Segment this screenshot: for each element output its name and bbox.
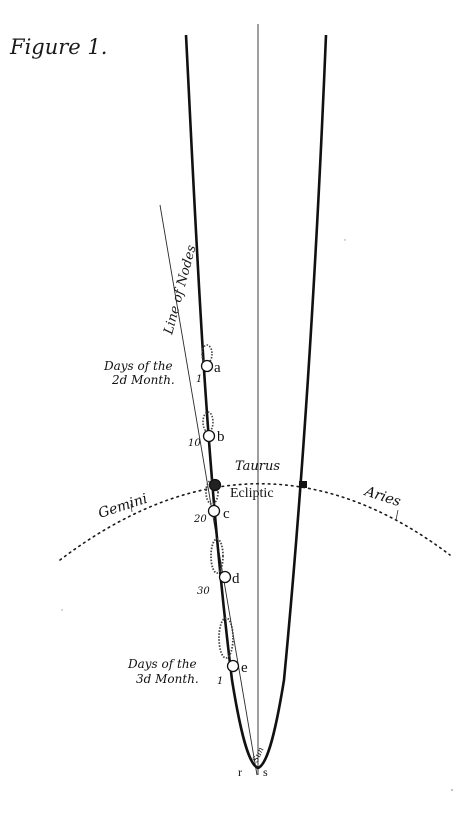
position-letter: b (217, 429, 225, 445)
position-letter: e (241, 660, 248, 676)
speck (61, 609, 63, 611)
ecliptic-arc (59, 482, 451, 561)
comet-head (218, 570, 232, 584)
comet-position-e: e 1 (217, 617, 248, 687)
days-second-month-line1: Days of the (103, 359, 173, 373)
node-marker (299, 481, 307, 488)
comet-tail (218, 617, 234, 659)
days-second-month-line2: 2d Month. (111, 373, 175, 387)
comet-head (226, 659, 240, 673)
ecliptic-label: Ecliptic (230, 486, 274, 501)
position-day: 10 (188, 438, 201, 449)
comet-head (202, 429, 216, 443)
comet-tail (202, 411, 214, 433)
perihelion-label-s: s (263, 765, 268, 779)
position-day: 20 (193, 514, 207, 525)
speck (451, 789, 453, 791)
position-day: 30 (197, 586, 210, 597)
figure-title: Figure 1. (9, 35, 107, 59)
earth-node-symbol (208, 478, 222, 492)
days-third-month-line1: Days of the (127, 657, 197, 671)
comet-head (207, 504, 221, 518)
aries-label: Aries (361, 483, 403, 510)
comet-position-b: b 10 (188, 411, 225, 449)
gemini-label: Gemini (96, 491, 149, 522)
ecliptic-tick (395, 509, 399, 521)
comet-position-a: a 1 (196, 344, 221, 385)
comet-position-c: c 20 (193, 478, 230, 525)
perihelion-label-r: r (238, 765, 242, 779)
position-day: 1 (217, 676, 223, 687)
taurus-label: Taurus (235, 459, 280, 474)
comet-orbit (184, 34, 328, 770)
comet-position-d: d 30 (197, 538, 240, 597)
speck (344, 239, 346, 241)
position-letter: c (223, 506, 230, 522)
comet-head (200, 359, 214, 373)
line-of-nodes (159, 204, 258, 776)
position-day: 1 (196, 374, 202, 385)
days-third-month-line2: 3d Month. (136, 672, 199, 686)
comet-tail (210, 538, 224, 574)
position-letter: d (232, 571, 240, 587)
comet-tail (201, 344, 213, 364)
position-letter: a (214, 360, 221, 376)
ecliptic-tick (130, 503, 133, 513)
